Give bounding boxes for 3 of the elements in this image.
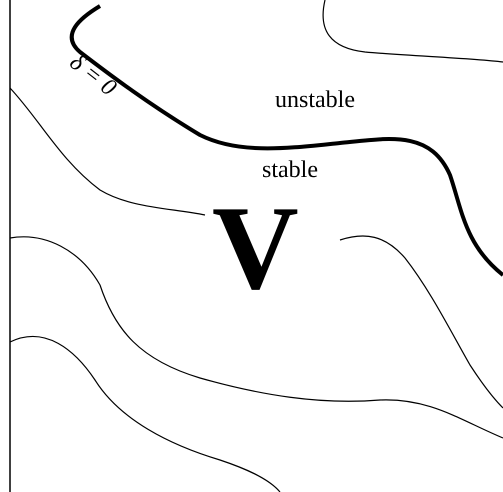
symbol-label: V	[212, 188, 299, 308]
region-label: stable	[262, 158, 318, 182]
region-label: unstable	[275, 88, 355, 112]
